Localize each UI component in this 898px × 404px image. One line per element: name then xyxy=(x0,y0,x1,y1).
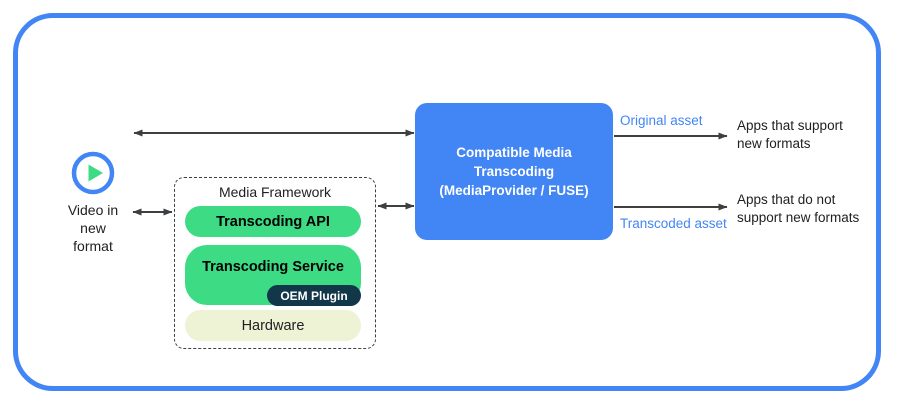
original-asset-label: Original asset xyxy=(620,113,703,128)
video-source-label: Video in new format xyxy=(48,201,138,255)
video-source-label-line2: new xyxy=(80,220,106,236)
apps-nonsupporting-label: Apps that do not support new formats xyxy=(737,191,859,227)
cmt-line2: Transcoding xyxy=(473,164,555,179)
apps-nonsupporting-line1: Apps that do not xyxy=(737,192,836,207)
media-framework-title: Media Framework xyxy=(218,184,332,200)
cmt-line3: (MediaProvider / FUSE) xyxy=(439,183,589,198)
video-source-label-line3: format xyxy=(73,238,113,254)
apps-supporting-line2: new formats xyxy=(737,136,811,151)
transcoding-api-box: Transcoding API xyxy=(185,206,361,237)
cmt-line1: Compatible Media xyxy=(456,145,572,160)
transcoded-asset-label: Transcoded asset xyxy=(620,216,727,231)
compatible-media-transcoding-box: Compatible Media Transcoding (MediaProvi… xyxy=(415,103,613,240)
apps-supporting-line1: Apps that support xyxy=(737,118,843,133)
oem-plugin-badge: OEM Plugin xyxy=(267,285,361,306)
apps-supporting-label: Apps that support new formats xyxy=(737,117,843,153)
apps-nonsupporting-line2: support new formats xyxy=(737,210,860,225)
play-circle-icon xyxy=(71,151,115,195)
video-source-label-line1: Video in xyxy=(67,202,119,218)
hardware-box: Hardware xyxy=(185,310,361,341)
